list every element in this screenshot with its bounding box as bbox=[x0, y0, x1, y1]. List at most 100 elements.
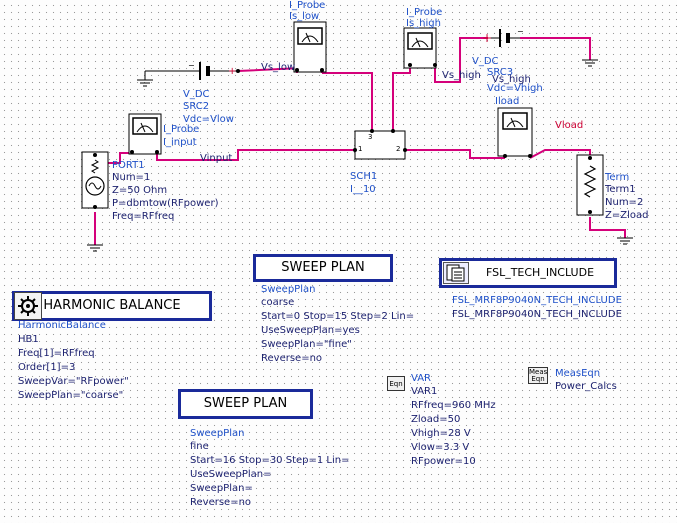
port-freq: Freq=RFfreq bbox=[112, 211, 175, 222]
probe-high-type: I_Probe bbox=[406, 7, 443, 18]
sweep1-line-3: Reverse=no bbox=[261, 353, 323, 364]
var-line-0: RFfreq=960 MHz bbox=[411, 400, 496, 411]
net-vs-low: Vs_low bbox=[261, 62, 296, 73]
wire-vinput-2 bbox=[156, 149, 355, 161]
probe-high-icon bbox=[403, 27, 437, 69]
src2-type: V_DC bbox=[183, 89, 210, 100]
wire-term-gnd bbox=[589, 217, 626, 238]
term-num: Num=2 bbox=[605, 197, 644, 208]
gear-icon bbox=[18, 296, 38, 316]
probe-low-icon bbox=[293, 21, 327, 73]
sweep1-line-2: SweepPlan="fine" bbox=[261, 339, 352, 350]
wire-low-to-sch bbox=[322, 72, 373, 131]
ground-src3-icon bbox=[582, 59, 598, 67]
hb-line-3: SweepPlan="coarse" bbox=[18, 390, 124, 401]
svg-text:−: − bbox=[188, 61, 195, 70]
port-num: Num=1 bbox=[112, 172, 151, 183]
src3-name: SRC3 bbox=[487, 67, 514, 78]
var-line-3: Vlow=3.3 V bbox=[411, 442, 470, 453]
hb-title: HARMONIC BALANCE bbox=[43, 298, 181, 313]
wire-src3-gnd bbox=[520, 37, 591, 60]
net-vinput: Vinput bbox=[200, 153, 233, 164]
var-line-1: Zload=50 bbox=[411, 414, 461, 425]
probe-load-name: Iload bbox=[495, 96, 520, 107]
sweep1-name: coarse bbox=[261, 297, 295, 308]
wire-vinput bbox=[108, 152, 132, 164]
wire-sch-out bbox=[405, 149, 505, 159]
sch-pin2: 2 bbox=[396, 145, 401, 153]
sch-model: I__10 bbox=[350, 184, 376, 195]
var-line-2: Vhigh=28 V bbox=[411, 428, 471, 439]
sweep1-title: SWEEP PLAN bbox=[281, 260, 365, 275]
hb-type: HarmonicBalance bbox=[18, 320, 106, 331]
hb-icon bbox=[14, 292, 42, 320]
sweep2-line-1: UseSweepPlan= bbox=[190, 469, 272, 480]
meas-type: MeasEqn bbox=[555, 368, 601, 379]
hb-line-1: Order[1]=3 bbox=[18, 362, 76, 373]
probe-input-name: I_input bbox=[163, 137, 197, 148]
probe-high-name: Is_high bbox=[406, 18, 441, 29]
meas-name: Power_Calcs bbox=[555, 381, 617, 392]
port-source-icon bbox=[81, 151, 109, 209]
probe-input-type: I_Probe bbox=[163, 124, 200, 135]
sweep2-type: SweepPlan bbox=[190, 428, 245, 439]
probe-low-type: I_Probe bbox=[289, 0, 326, 11]
src2-name: SRC2 bbox=[183, 101, 210, 112]
wire-group bbox=[94, 37, 626, 245]
net-vs-high: Vs_high bbox=[442, 70, 481, 81]
sweep1-line-0: Start=0 Stop=15 Step=2 Lin= bbox=[261, 311, 415, 322]
probe-load-icon bbox=[497, 107, 533, 158]
sweep1-block[interactable]: SWEEP PLAN bbox=[253, 254, 393, 282]
meas-eqn-icon[interactable]: Meas Eqn bbox=[528, 367, 548, 384]
plus-src2-icon: + bbox=[228, 66, 236, 77]
probe-input-icon bbox=[128, 113, 162, 155]
hb-line-2: SweepVar="RFpower" bbox=[18, 376, 129, 387]
hb-line-0: Freq[1]=RFfreq bbox=[18, 348, 95, 359]
svg-text:−: − bbox=[517, 27, 524, 36]
ground-term-icon bbox=[617, 237, 633, 245]
vdc-src2-icon bbox=[190, 62, 222, 80]
term-type: Term bbox=[605, 172, 630, 183]
hb-block[interactable]: HARMONIC BALANCE bbox=[12, 291, 212, 321]
src2-param: Vdc=Vlow bbox=[183, 114, 234, 125]
net-vs-high-2: Vs_high bbox=[492, 74, 531, 85]
var-line-4: RFpower=10 bbox=[411, 456, 476, 467]
src3-type: V_DC bbox=[472, 56, 499, 67]
include-line2: FSL_MRF8P9040N_TECH_INCLUDE bbox=[452, 309, 622, 320]
var-type: VAR bbox=[411, 373, 431, 384]
sweep2-name: fine bbox=[190, 441, 209, 452]
net-vload: Vload bbox=[555, 120, 584, 131]
plus-src3-icon: + bbox=[482, 31, 492, 45]
sweep2-line-2: SweepPlan= bbox=[190, 483, 253, 494]
var-eqn-icon[interactable]: Eqn bbox=[387, 376, 405, 391]
term-z: Z=Zload bbox=[605, 210, 649, 221]
ground-src2-icon bbox=[137, 71, 153, 87]
vdc-src3-icon bbox=[488, 29, 520, 47]
sch1-icon bbox=[354, 130, 406, 160]
port-p: P=dbmtow(RFpower) bbox=[112, 198, 219, 209]
hb-name: HB1 bbox=[18, 334, 39, 345]
sweep2-block[interactable]: SWEEP PLAN bbox=[178, 389, 313, 419]
port-z: Z=50 Ohm bbox=[112, 185, 168, 196]
term-name: Term1 bbox=[605, 184, 636, 195]
sweep2-title: SWEEP PLAN bbox=[203, 396, 288, 411]
include-title: FSL_TECH_INCLUDE bbox=[485, 266, 595, 279]
sch-name: SCH1 bbox=[350, 171, 378, 182]
port-name: PORT1 bbox=[112, 160, 145, 171]
wire-vs-high bbox=[434, 37, 488, 83]
term-icon bbox=[576, 154, 604, 216]
sch-pin1: 1 bbox=[358, 145, 363, 153]
src3-param: Vdc=Vhigh bbox=[487, 83, 543, 94]
probe-low-name: Is_low bbox=[289, 11, 320, 22]
include-line1: FSL_MRF8P9040N_TECH_INCLUDE bbox=[452, 295, 622, 306]
sweep1-type: SweepPlan bbox=[261, 284, 316, 295]
ground-port-icon bbox=[87, 244, 103, 252]
sweep2-line-3: Reverse=no bbox=[190, 497, 252, 508]
wire-high-to-sch bbox=[392, 65, 411, 131]
document-icon bbox=[443, 262, 469, 284]
sch-pin3: 3 bbox=[368, 133, 373, 141]
wire-vload bbox=[529, 149, 591, 159]
var-name: VAR1 bbox=[411, 386, 438, 397]
